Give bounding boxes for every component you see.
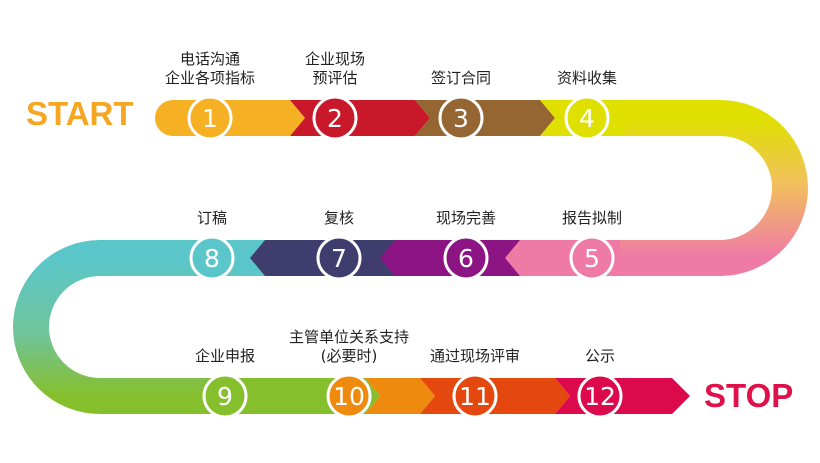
step-label: 企业现场预评估 <box>305 50 365 88</box>
step-circle <box>312 95 358 141</box>
step-circle <box>564 95 610 141</box>
segment-8 <box>235 240 265 276</box>
step-circle <box>202 373 248 419</box>
step-circle <box>577 373 623 419</box>
step-label: 通过现场评审 <box>430 347 520 366</box>
step-label: 主管单位关系支持(必要时) <box>289 328 409 366</box>
step-label-line: 资料收集 <box>556 69 618 87</box>
step-circle <box>443 235 489 281</box>
step-label-line: (必要时) <box>320 347 378 365</box>
step-label: 公示 <box>585 347 615 366</box>
step-label: 签订合同 <box>431 69 491 88</box>
left-curve <box>13 240 240 414</box>
stop-label: STOP <box>704 377 794 414</box>
segment-3 <box>415 100 555 136</box>
step-label-line: 企业现场 <box>304 50 366 68</box>
step-number: 8 <box>204 244 220 273</box>
step-number: 6 <box>458 244 474 273</box>
step-circle <box>187 95 233 141</box>
step-circle <box>438 95 484 141</box>
step-label-line: 签订合同 <box>430 69 492 87</box>
step-label-line: 预评估 <box>312 69 358 87</box>
step-circle <box>569 235 615 281</box>
step-label-line: 报告拟制 <box>561 209 623 227</box>
step-circle <box>326 373 372 419</box>
segment-2 <box>290 100 430 136</box>
step-label-line: 通过现场评审 <box>429 347 521 365</box>
step-label-line: 主管单位关系支持 <box>288 328 410 346</box>
start-label: START <box>26 95 134 132</box>
step-number: 11 <box>459 382 491 411</box>
step-label: 报告拟制 <box>562 209 622 228</box>
step-label-line: 企业申报 <box>194 347 256 365</box>
step-number: 4 <box>579 104 595 133</box>
step-number: 7 <box>331 244 347 273</box>
step-number: 9 <box>217 382 233 411</box>
step-label-line: 企业各项指标 <box>164 69 256 87</box>
step-number: 12 <box>584 382 616 411</box>
segment-10 <box>365 378 435 414</box>
step-number: 10 <box>333 382 365 411</box>
step-number: 3 <box>453 104 469 133</box>
step-circle <box>452 373 498 419</box>
right-curve <box>600 100 808 276</box>
step-label: 企业申报 <box>195 347 255 366</box>
step-label: 电话沟通企业各项指标 <box>165 50 255 88</box>
step-circle <box>316 235 362 281</box>
step-label-line: 订稿 <box>196 209 228 227</box>
step-circle <box>189 235 235 281</box>
step-number: 5 <box>584 244 600 273</box>
step-label: 复核 <box>324 209 354 228</box>
step-number: 1 <box>202 104 218 133</box>
step-label-line: 公示 <box>584 347 616 365</box>
step-label: 资料收集 <box>557 69 617 88</box>
step-label-line: 复核 <box>323 209 355 227</box>
step-label: 订稿 <box>197 209 227 228</box>
step-number: 2 <box>327 104 343 133</box>
step-label-line: 现场完善 <box>435 209 497 227</box>
step-label: 现场完善 <box>436 209 496 228</box>
step-label-line: 电话沟通 <box>179 50 241 68</box>
